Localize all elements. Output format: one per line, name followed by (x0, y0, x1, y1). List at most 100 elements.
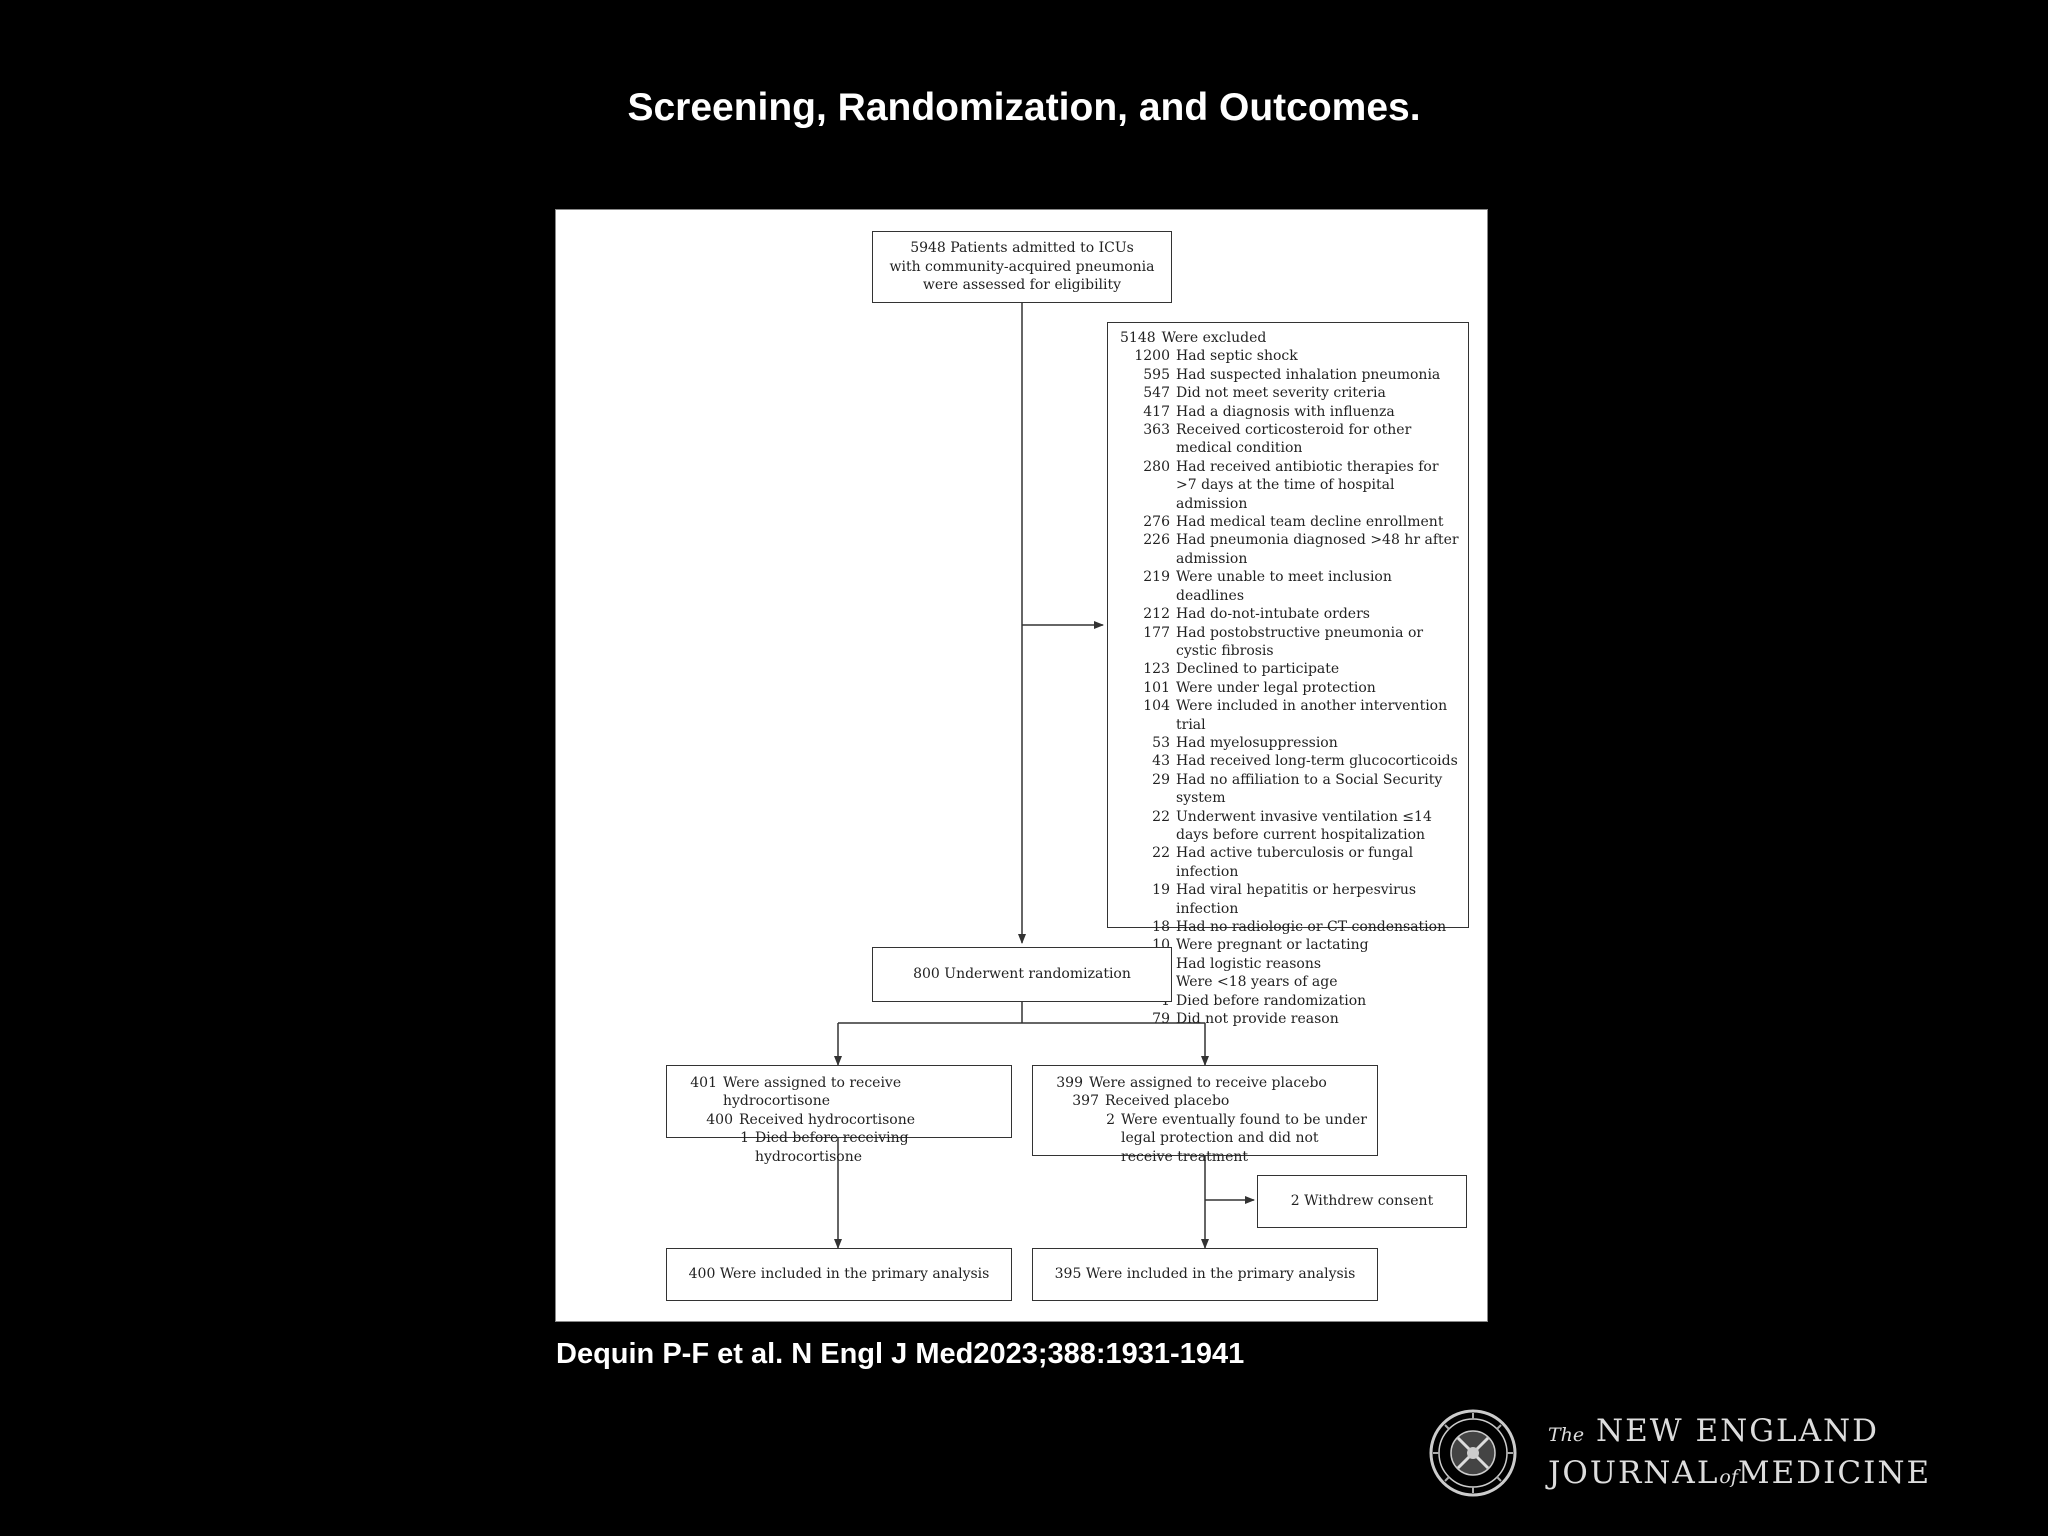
withdrew-text: 2 Withdrew consent (1290, 1193, 1434, 1210)
excluded-reason-row: 123 Declined to participate (1120, 660, 1460, 678)
hydro-died-row: 1 Died before receiving hydrocortisone (679, 1129, 1003, 1166)
excluded-reason-label: Received corticosteroid for other medica… (1176, 422, 1412, 457)
hydro-assigned-row: 401 Were assigned to receive hydrocortis… (679, 1074, 1003, 1111)
excluded-reason-row: 276 Had medical team decline enrollment (1120, 513, 1460, 531)
excluded-reason-row: 219 Were unable to meet inclusion deadlin… (1120, 568, 1460, 605)
excluded-reason-label: Had myelosuppression (1176, 734, 1338, 751)
excluded-reason-count: 19 (1152, 882, 1170, 899)
excluded-reason-count: 79 (1152, 1011, 1170, 1028)
excluded-reason-count: 219 (1143, 569, 1170, 586)
excluded-reason-count: 212 (1143, 606, 1170, 623)
slide-title: Screening, Randomization, and Outcomes. (627, 86, 1421, 129)
hydro-analysis-box: 400 Were included in the primary analysi… (666, 1248, 1012, 1301)
withdrew-box: 2 Withdrew consent (1257, 1175, 1467, 1228)
excluded-reason-row: 22 Had active tuberculosis or fungal infe… (1120, 844, 1460, 881)
excluded-reason-count: 29 (1152, 771, 1170, 788)
journal-line-2: JOURNALofMEDICINE (1548, 1454, 1931, 1496)
excluded-reason-count: 53 (1152, 734, 1170, 751)
placebo-legal-count: 2 (1106, 1111, 1115, 1128)
excluded-reason-row: 29 Had no affiliation to a Social Securit… (1120, 771, 1460, 808)
placebo-received-count: 397 (1072, 1093, 1099, 1110)
excluded-reason-count: 22 (1152, 808, 1170, 825)
excluded-reason-label: Underwent invasive ventilation ≤14 days … (1176, 808, 1432, 843)
hydrocortisone-box: 401 Were assigned to receive hydrocortis… (666, 1065, 1012, 1165)
excluded-head-row: 5148 Were excluded (1120, 329, 1460, 347)
excluded-reason-label: Had no affiliation to a Social Security … (1176, 771, 1443, 807)
journal-wordmark: The NEW ENGLAND JOURNALofMEDICINE (1548, 1412, 1931, 1496)
excluded-reason-count: 226 (1143, 532, 1170, 549)
excluded-reason-count: 1200 (1134, 348, 1170, 365)
journal-of: of (1719, 1466, 1738, 1488)
excluded-reason-row: 177 Had postobstructive pneumonia or cyst… (1120, 624, 1460, 661)
excluded-reason-count: 22 (1152, 845, 1170, 862)
hydro-received-count: 400 (706, 1111, 733, 1128)
journal-line-1: The NEW ENGLAND (1548, 1412, 1931, 1454)
excluded-reason-label: Had do-not-intubate orders (1176, 606, 1370, 623)
excluded-reason-row: 22 Underwent invasive ventilation ≤14 day… (1120, 808, 1460, 845)
journal-new-england: NEW ENGLAND (1596, 1413, 1879, 1449)
excluded-reason-row: 212 Had do-not-intubate orders (1120, 605, 1460, 623)
excluded-reason-label: Had septic shock (1176, 348, 1298, 365)
excluded-reason-row: 53 Had myelosuppression (1120, 734, 1460, 752)
assessed-line-2: with community-acquired pneumonia (889, 258, 1155, 275)
excluded-reason-label: Had received antibiotic therapies for >7… (1176, 458, 1439, 512)
excluded-reason-row: 18 Had no radiologic or CT condensation (1120, 918, 1460, 936)
excluded-reason-row: 1200 Had septic shock (1120, 347, 1460, 365)
excluded-reason-count: 276 (1143, 514, 1170, 531)
excluded-reason-count: 363 (1143, 422, 1170, 439)
excluded-reason-count: 18 (1152, 919, 1170, 935)
excluded-reason-count: 177 (1143, 624, 1170, 641)
excluded-reason-label: Had active tuberculosis or fungal infect… (1176, 845, 1414, 880)
excluded-reason-count: 595 (1143, 366, 1170, 383)
excluded-reason-label: Had medical team decline enrollment (1176, 514, 1444, 531)
excluded-reason-label: Did not provide reason (1176, 1011, 1339, 1028)
hydro-died-count: 1 (740, 1130, 749, 1147)
flow-diagram-panel: 5948 Patients admitted to ICUs with comm… (555, 209, 1488, 1322)
excluded-reason-label: Declined to participate (1176, 661, 1340, 678)
excluded-reason-label: Had no radiologic or CT condensation (1176, 919, 1447, 935)
placebo-assigned-row: 399 Were assigned to receive placebo (1045, 1074, 1369, 1092)
excluded-reason-label: Were pregnant or lactating (1176, 937, 1369, 954)
assessed-line-3: were assessed for eligibility (922, 277, 1122, 294)
excluded-count: 5148 (1120, 330, 1156, 346)
placebo-analysis-text: 395 Were included in the primary analysi… (1054, 1266, 1356, 1283)
excluded-reason-count: 547 (1143, 385, 1170, 402)
flow-connectors (834, 302, 1255, 1249)
excluded-reason-label: Had postobstructive pneumonia or cystic … (1176, 624, 1424, 659)
excluded-reason-count: 101 (1143, 679, 1170, 696)
excluded-reason-label: Were unable to meet inclusion deadlines (1176, 569, 1392, 604)
excluded-reason-label: Were <18 years of age (1176, 974, 1338, 991)
hydro-analysis-text: 400 Were included in the primary analysi… (688, 1266, 990, 1283)
excluded-reason-count: 417 (1143, 403, 1170, 420)
randomized-box: 800 Underwent randomization (872, 947, 1172, 1002)
hydro-assigned-label: Were assigned to receive hydrocortisone (723, 1075, 902, 1110)
placebo-assigned-count: 399 (1056, 1075, 1083, 1091)
excluded-reason-count: 280 (1143, 458, 1170, 475)
hydro-received-row: 400 Received hydrocortisone (679, 1111, 1003, 1129)
excluded-reason-row: 280 Had received antibiotic therapies for… (1120, 458, 1460, 513)
excluded-reason-label: Died before randomization (1176, 992, 1367, 1009)
excluded-reason-count: 123 (1143, 661, 1170, 678)
hydro-received-label: Received hydrocortisone (739, 1111, 916, 1128)
placebo-legal-label: Were eventually found to be under legal … (1121, 1111, 1367, 1165)
excluded-reason-count: 43 (1152, 753, 1170, 770)
placebo-analysis-box: 395 Were included in the primary analysi… (1032, 1248, 1378, 1301)
assessed-box: 5948 Patients admitted to ICUs with comm… (872, 231, 1172, 303)
placebo-received-row: 397 Received placebo (1045, 1092, 1369, 1110)
journal-journal: JOURNAL (1548, 1455, 1720, 1491)
hydro-assigned-count: 401 (690, 1075, 717, 1091)
excluded-reason-label: Had logistic reasons (1176, 955, 1322, 972)
hydro-died-label: Died before receiving hydrocortisone (755, 1130, 909, 1165)
journal-the: The (1548, 1424, 1585, 1446)
excluded-reason-row: 79 Did not provide reason (1120, 1010, 1460, 1028)
excluded-reason-label: Had pneumonia diagnosed >48 hr after adm… (1176, 532, 1459, 567)
assessed-line-1: 5948 Patients admitted to ICUs (910, 240, 1134, 257)
